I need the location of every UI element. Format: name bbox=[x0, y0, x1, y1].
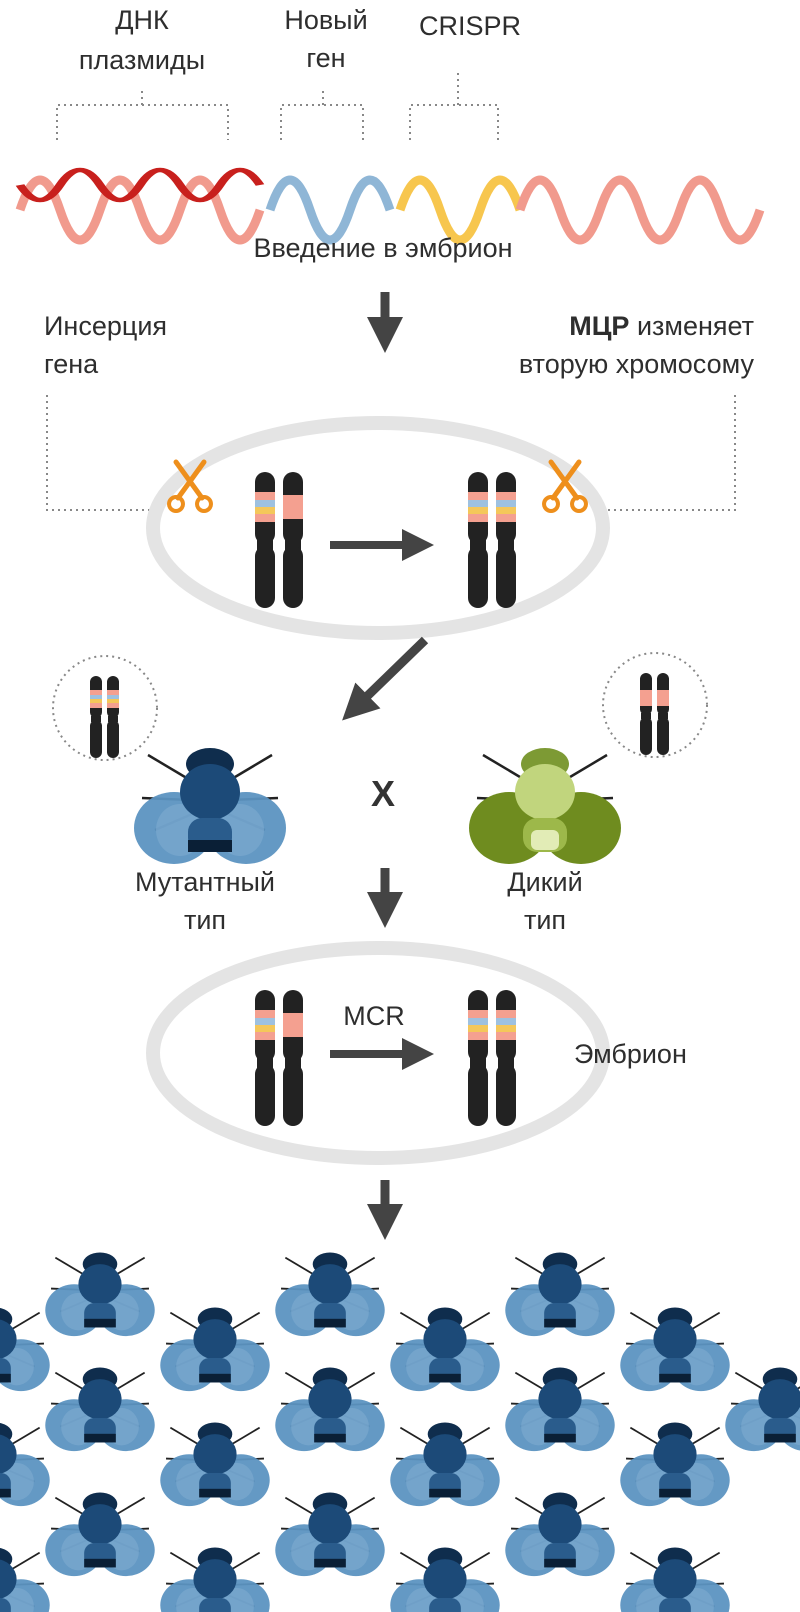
label-embryo-injection: Введение в эмбрион bbox=[253, 233, 513, 263]
offspring-fly-icon bbox=[619, 1546, 731, 1612]
offspring-fly-icon bbox=[44, 1251, 156, 1337]
label-wild-2: тип bbox=[523, 905, 567, 935]
offspring-fly-icon bbox=[619, 1421, 731, 1507]
offspring-fly-icon bbox=[724, 1366, 800, 1452]
insertion-bracket-left bbox=[46, 395, 180, 511]
label-mcr-bold: МЦР bbox=[569, 311, 630, 341]
plasmid-dna-segment-right bbox=[515, 175, 765, 245]
offspring-fly-icon bbox=[274, 1251, 386, 1337]
wild-chromosome-inset bbox=[602, 652, 708, 758]
label-cross: X bbox=[370, 773, 396, 814]
label-mcr-changes-2: вторую хромосому bbox=[518, 349, 754, 379]
insertion-bracket-right bbox=[580, 395, 736, 511]
label-mcr-changes-1: МЦР изменяет bbox=[569, 310, 754, 342]
offspring-fly-icon bbox=[44, 1366, 156, 1452]
label-mutant-2: тип bbox=[183, 905, 227, 935]
label-crispr: CRISPR bbox=[418, 11, 522, 41]
label-mcr-latin: MCR bbox=[343, 1001, 405, 1031]
offspring-swarm bbox=[0, 1251, 800, 1612]
mutant-chromosomes bbox=[90, 676, 119, 758]
arrow-diagonal bbox=[342, 636, 429, 721]
offspring-fly-icon bbox=[504, 1491, 616, 1577]
label-new-gene-1: Новый bbox=[284, 5, 368, 35]
offspring-fly-icon bbox=[159, 1546, 271, 1612]
mutant-chromosome-inset bbox=[52, 655, 158, 761]
dna-brackets bbox=[56, 70, 499, 140]
offspring-fly-icon bbox=[0, 1306, 51, 1392]
offspring-fly-icon bbox=[619, 1306, 731, 1392]
fly-icon-mutant bbox=[132, 746, 288, 866]
label-plasmid-dna-1: ДНК bbox=[115, 5, 169, 35]
new-gene-segment bbox=[265, 175, 395, 245]
label-gene-insertion-1: Инсерция bbox=[44, 311, 168, 341]
offspring-fly-icon bbox=[504, 1251, 616, 1337]
offspring-fly-icon bbox=[0, 1421, 51, 1507]
fly-icon-wild bbox=[467, 746, 623, 866]
offspring-fly-icon bbox=[389, 1421, 501, 1507]
label-embryo: Эмбрион bbox=[574, 1039, 687, 1069]
offspring-fly-icon bbox=[44, 1491, 156, 1577]
offspring-fly-icon bbox=[159, 1421, 271, 1507]
offspring-fly-icon bbox=[504, 1366, 616, 1452]
label-gene-insertion-2: гена bbox=[44, 349, 99, 379]
chromosome-pair-embryo-after bbox=[468, 990, 516, 1126]
label-plasmid-dna-2: плазмиды bbox=[78, 45, 206, 75]
offspring-fly-icon bbox=[0, 1546, 51, 1612]
chromosome-pair-after bbox=[468, 472, 516, 608]
plasmid-dna-segment bbox=[15, 167, 265, 245]
crispr-segment bbox=[395, 175, 525, 245]
label-mcr-changes-rest: изменяет bbox=[629, 311, 754, 341]
cell-embryo-1 bbox=[146, 416, 610, 640]
offspring-fly-icon bbox=[274, 1491, 386, 1577]
label-wild-1: Дикий bbox=[507, 867, 583, 897]
chromosome-pair-before bbox=[255, 472, 303, 608]
wild-chromosomes bbox=[640, 673, 669, 755]
label-mutant-1: Мутантный bbox=[134, 867, 276, 897]
offspring-fly-icon bbox=[389, 1306, 501, 1392]
offspring-fly-icon bbox=[389, 1546, 501, 1612]
offspring-fly-icon bbox=[159, 1306, 271, 1392]
dna-helix bbox=[15, 167, 765, 245]
label-new-gene-2: ген bbox=[306, 43, 346, 73]
chromosome-pair-embryo-before bbox=[255, 990, 303, 1126]
offspring-fly-icon bbox=[274, 1366, 386, 1452]
